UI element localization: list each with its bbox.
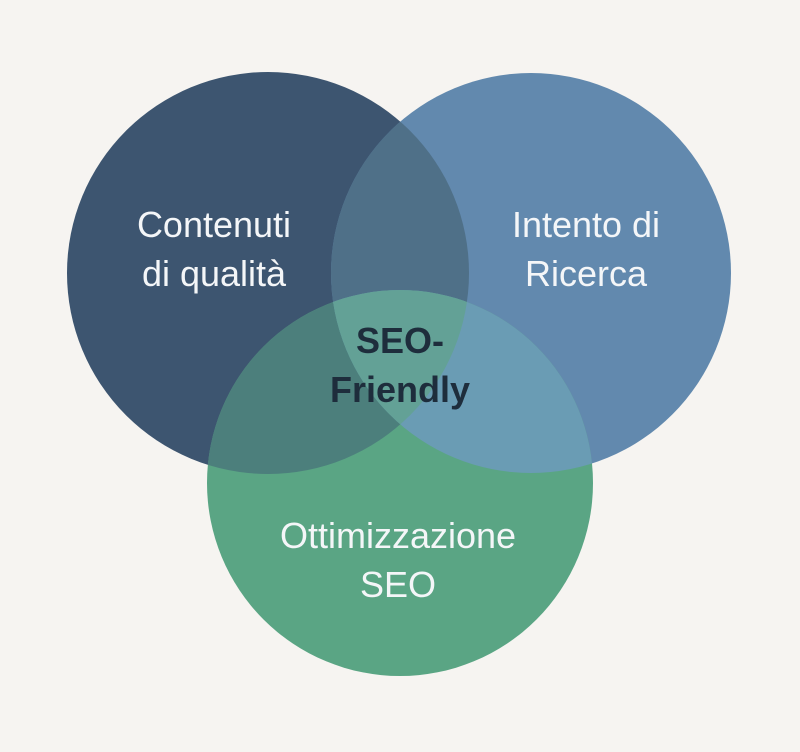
- label-contenuti-line-1: Contenuti: [137, 204, 291, 245]
- label-center-line-2: Friendly: [330, 369, 470, 410]
- label-contenuti-line-2: di qualità: [142, 253, 287, 294]
- label-ottimizzazione-line-2: SEO: [360, 564, 436, 605]
- label-intento-line-1: Intento di: [512, 204, 660, 245]
- overlap-intento-ottimizzazione: [331, 290, 593, 473]
- label-ottimizzazione-line-1: Ottimizzazione: [280, 515, 516, 556]
- label-center-line-1: SEO-: [356, 320, 444, 361]
- overlap-contenuti-ottimizzazione: [207, 290, 469, 474]
- label-intento-line-2: Ricerca: [525, 253, 648, 294]
